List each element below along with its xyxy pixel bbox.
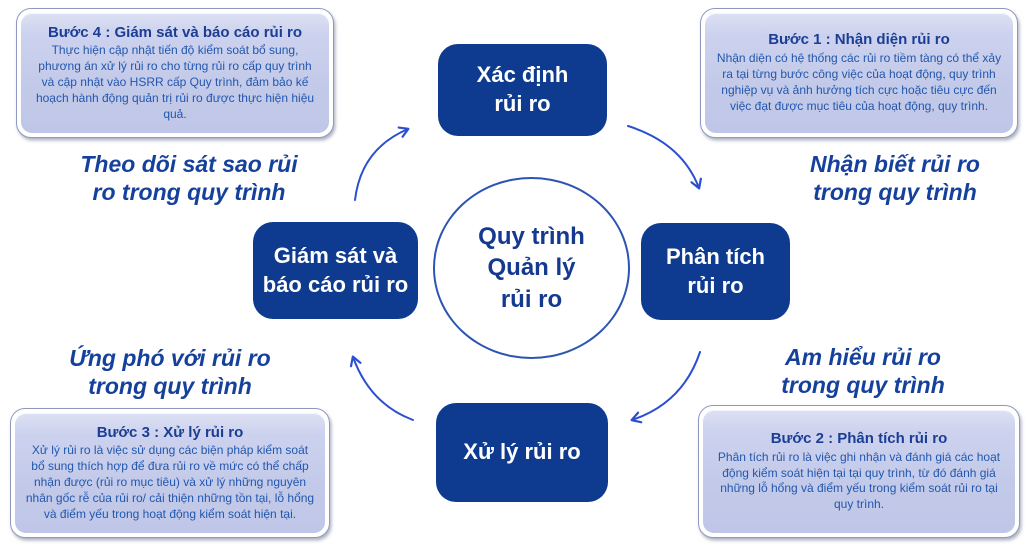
caption-monitor: Theo dõi sát sao rủi ro trong quy trình xyxy=(80,151,298,206)
center-circle-risk-process: Quy trình Quản lý rủi ro xyxy=(433,177,630,359)
panel-step1: Bước 1 : Nhận diện rủi ro Nhận diện có h… xyxy=(700,8,1018,138)
panel-step3: Bước 3 : Xử lý rủi ro Xử lý rủi ro là vi… xyxy=(10,408,330,538)
step1-body: Nhận diện có hệ thống các rủi ro tiềm tà… xyxy=(716,51,1002,113)
caption-understand: Am hiểu rủi ro trong quy trình xyxy=(781,344,945,399)
step3-body: Xử lý rủi ro là việc sử dụng các biện ph… xyxy=(25,443,315,521)
caption-respond: Ứng phó với rủi ro trong quy trình xyxy=(69,345,271,400)
step4-body: Thực hiện cập nhật tiến độ kiểm soát bổ … xyxy=(35,43,315,121)
step4-title: Bước 4 : Giám sát và báo cáo rủi ro xyxy=(47,23,303,41)
step1-title: Bước 1 : Nhận diện rủi ro xyxy=(768,31,950,49)
panel-step2: Bước 2 : Phân tích rủi ro Phân tích rủi … xyxy=(698,405,1020,538)
arrow-left-to-top xyxy=(354,126,410,201)
node-treat-risk: Xử lý rủi ro xyxy=(436,403,608,502)
step2-title: Bước 2 : Phân tích rủi ro xyxy=(770,429,948,447)
arrow-bottom-to-left xyxy=(349,355,414,421)
panel-step4: Bước 4 : Giám sát và báo cáo rủi ro Thực… xyxy=(16,8,334,138)
caption-identify: Nhận biết rủi ro trong quy trình xyxy=(810,151,980,206)
arrow-top-to-right xyxy=(627,125,702,190)
step3-title: Bước 3 : Xử lý rủi ro xyxy=(96,423,244,441)
node-monitor-report-risk: Giám sát và báo cáo rủi ro xyxy=(253,222,418,319)
arrow-right-to-bottom xyxy=(630,351,701,424)
node-identify-risk: Xác định rủi ro xyxy=(438,44,607,136)
step2-body: Phân tích rủi ro là việc ghi nhận và đán… xyxy=(717,449,1001,512)
node-analyze-risk: Phân tích rủi ro xyxy=(641,223,790,320)
